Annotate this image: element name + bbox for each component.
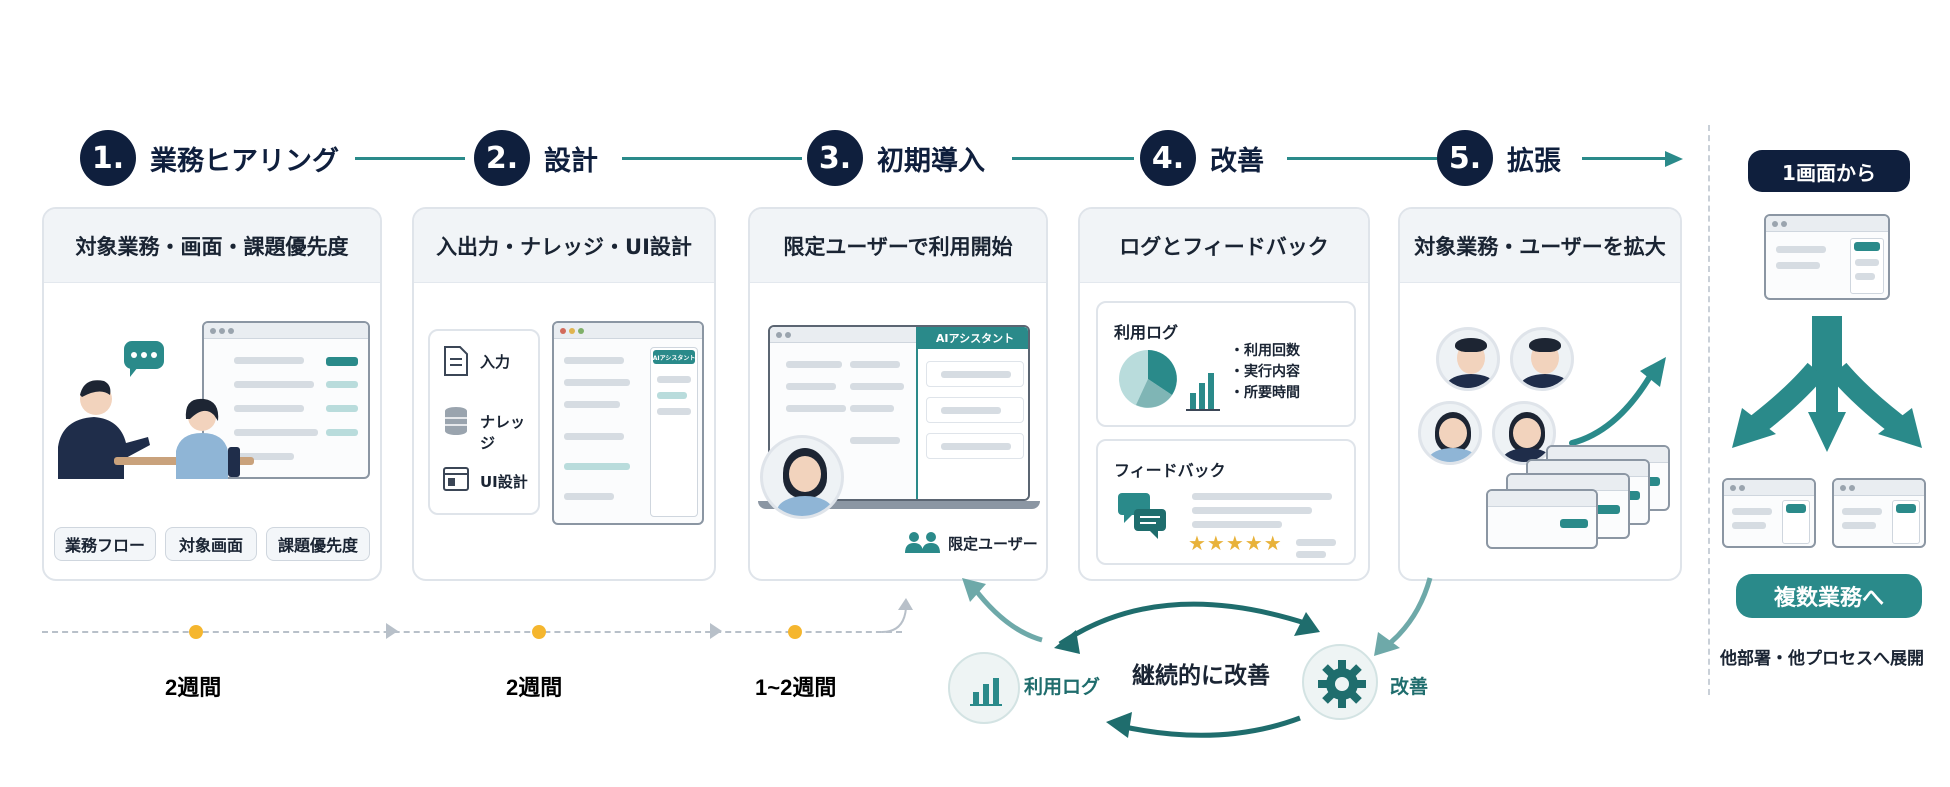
bar-chart-icon: [970, 678, 1002, 706]
item-knowledge: ナレッジ: [480, 413, 526, 452]
ui-window-icon: [443, 467, 469, 491]
expansion-caption: 他部署・他プロセスへ展開: [1720, 649, 1924, 669]
cycle-usage-log-label: 利用ログ: [1024, 676, 1101, 698]
card-title: ログとフィードバック: [1080, 209, 1368, 283]
step-label: 業務ヒアリング: [150, 145, 339, 177]
single-screen-mock: [1764, 214, 1890, 300]
card-improvement: ログとフィードバック 利用ログ ・利用回数 ・実行内容 ・所要時間 フィードバッ…: [1078, 207, 1370, 581]
spread-arrows-icon: [1732, 316, 1922, 452]
pill-workflow: 業務フロー: [54, 527, 156, 561]
gear-icon: [1318, 660, 1366, 708]
document-icon: [444, 346, 468, 376]
step-number: 1.: [80, 130, 136, 186]
improvement-cycle-arrows: [962, 577, 1433, 738]
item-input: 入力: [480, 353, 511, 371]
timeline-dot: [532, 625, 546, 639]
improve-circle: [1302, 644, 1378, 720]
user-avatar: [760, 435, 844, 519]
card-initial-rollout: 限定ユーザーで利用開始 AIアシスタント 限定ユーザー: [748, 207, 1048, 581]
user-avatar: [1436, 327, 1500, 391]
card-title: 限定ユーザーで利用開始: [750, 209, 1046, 283]
step-number: 3.: [807, 130, 863, 186]
badge-one-screen: 1画面から: [1748, 150, 1910, 192]
timeline-line: [42, 631, 902, 633]
cycle-improve-label: 改善: [1390, 676, 1429, 698]
step-number: 4.: [1140, 130, 1196, 186]
usage-log-title: 利用ログ: [1114, 323, 1179, 342]
step-3-header: 3. 初期導入: [807, 130, 985, 186]
card-expansion: 対象業務・ユーザーを拡大: [1398, 207, 1682, 581]
step-number: 5.: [1437, 130, 1493, 186]
connector-line: [1582, 157, 1670, 160]
usage-item: ・実行内容: [1230, 364, 1300, 380]
badge-multiple-workflows: 複数業務へ: [1736, 574, 1922, 618]
connector-line: [1012, 157, 1134, 160]
feedback-title: フィードバック: [1114, 461, 1226, 480]
step-number: 2.: [474, 130, 530, 186]
assistant-panel-title: AIアシスタント: [918, 327, 1028, 349]
card-title: 入出力・ナレッジ・UI設計: [414, 209, 714, 283]
usage-item: ・所要時間: [1230, 385, 1300, 401]
step-2-header: 2. 設計: [474, 130, 598, 186]
duration-step-3: 1~2週間: [755, 675, 837, 700]
step-label: 設計: [544, 145, 598, 177]
chat-bubbles-icon: [1118, 493, 1166, 539]
laptop-base: [758, 501, 1040, 509]
timeline-arrow-icon: [386, 623, 398, 639]
item-ui-design: UI設計: [480, 473, 528, 491]
step-1-header: 1. 業務ヒアリング: [80, 130, 339, 186]
user-avatar: [1510, 327, 1574, 391]
connector-line: [622, 157, 802, 160]
section-divider: [1708, 125, 1710, 695]
limited-users-label: 限定ユーザー: [948, 535, 1038, 553]
step-label: 初期導入: [877, 145, 985, 177]
stacked-screen-mock: [1486, 489, 1598, 549]
growth-arrow-icon: [1569, 357, 1666, 446]
step-4-header: 4. 改善: [1140, 130, 1264, 186]
timeline-curve-arrow-icon: [881, 598, 913, 633]
usage-log-box: 利用ログ ・利用回数 ・実行内容 ・所要時間: [1096, 301, 1356, 427]
usage-chart-icon: [1119, 350, 1220, 411]
usage-item: ・利用回数: [1230, 343, 1300, 359]
users-icon: [905, 532, 940, 553]
pill-target-screen: 対象画面: [165, 527, 257, 561]
assistant-side-panel: AIアシスタント: [650, 347, 698, 517]
step-5-header: 5. 拡張: [1437, 130, 1561, 186]
expanded-screen-mock-right: [1832, 478, 1926, 548]
card-title: 対象業務・ユーザーを拡大: [1400, 209, 1680, 283]
usage-log-circle: [948, 652, 1020, 724]
assistant-panel: AIアシスタント: [916, 327, 1028, 499]
duration-step-1: 2週間: [165, 675, 222, 700]
user-avatar: [1492, 401, 1556, 465]
usage-items: ・利用回数 ・実行内容 ・所要時間: [1230, 341, 1300, 404]
laptop-screen-mock: AIアシスタント: [768, 325, 1030, 501]
step-label: 拡張: [1507, 145, 1561, 177]
timeline-dot: [189, 625, 203, 639]
assistant-panel-title: AIアシスタント: [653, 350, 695, 364]
connector-line: [355, 157, 465, 160]
timeline-arrow-icon: [710, 623, 722, 639]
card-design: 入出力・ナレッジ・UI設計 入力 ナレッジ UI設計: [412, 207, 716, 581]
connector-line: [1287, 157, 1437, 160]
timeline-dot: [788, 625, 802, 639]
expanded-screen-mock-left: [1722, 478, 1816, 548]
card-hearing: 対象業務・画面・課題優先度 業務フロー 対象画面 課題優先度: [42, 207, 382, 581]
design-screen-mock: AIアシスタント: [552, 321, 704, 525]
duration-step-2: 2週間: [506, 675, 563, 700]
card-title: 対象業務・画面・課題優先度: [44, 209, 380, 283]
star-rating-icon: ★★★★★: [1188, 531, 1283, 555]
design-items-box: 入力 ナレッジ UI設計: [428, 329, 540, 515]
cycle-center-label: 継続的に改善: [1132, 663, 1270, 689]
user-avatar: [1418, 401, 1482, 465]
step-label: 改善: [1210, 145, 1264, 177]
pill-priority: 課題優先度: [266, 527, 370, 561]
hearing-illustration: [58, 341, 254, 479]
arrow-right-icon: [1665, 151, 1683, 167]
database-icon: [445, 407, 467, 435]
feedback-box: フィードバック ★★★★★: [1096, 439, 1356, 565]
